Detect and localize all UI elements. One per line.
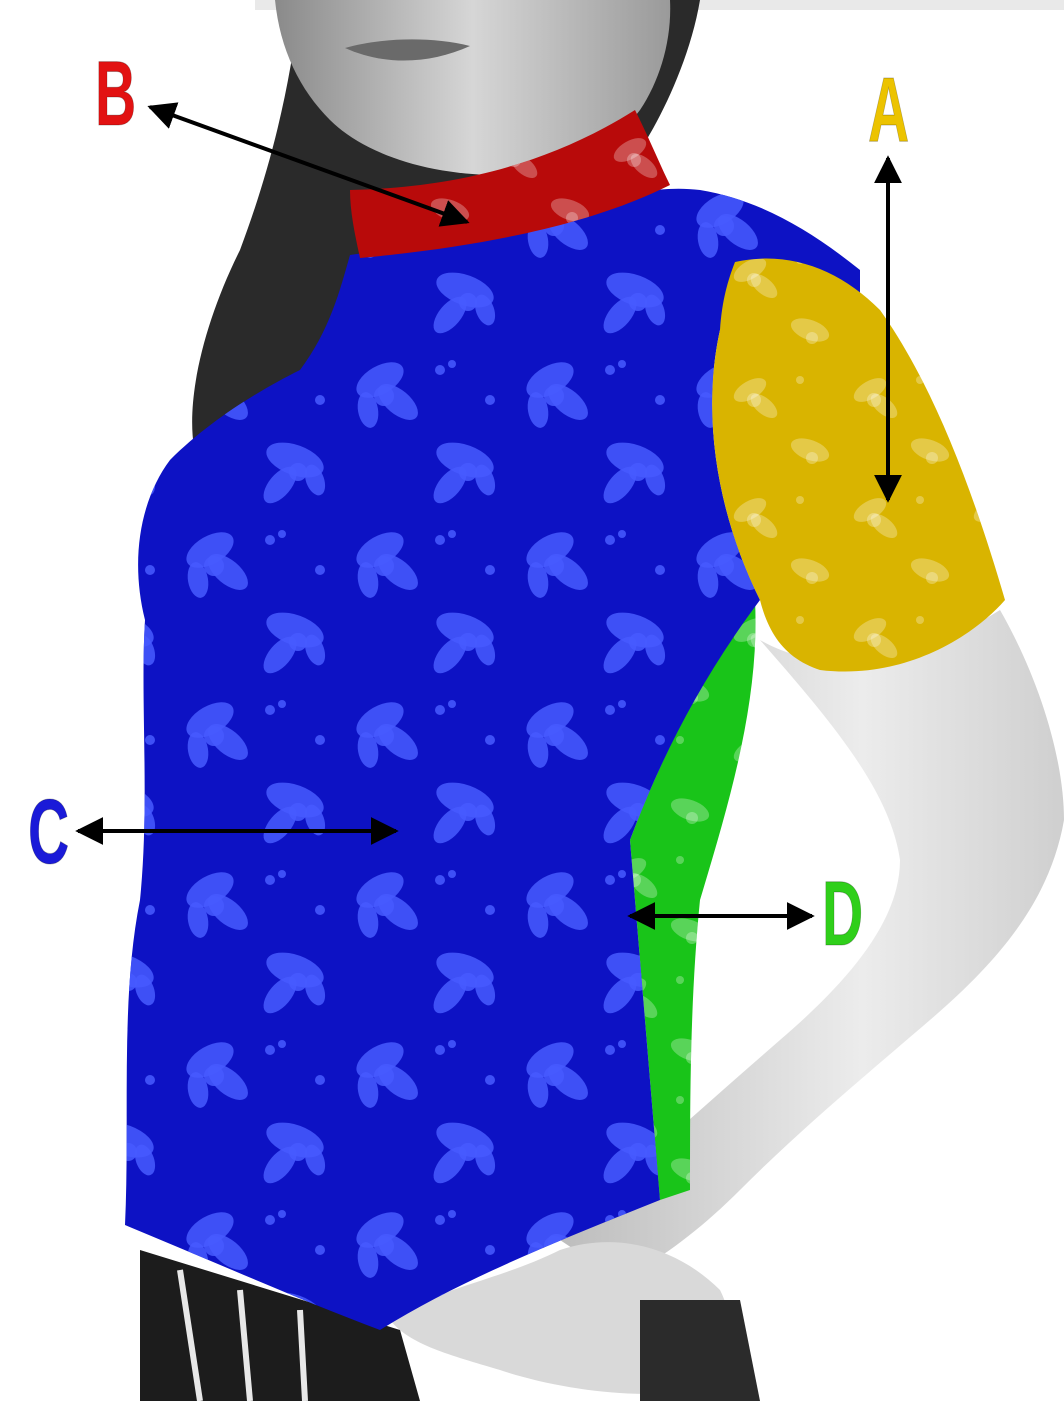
lips xyxy=(345,39,470,61)
pants xyxy=(140,1250,420,1401)
label-b: B xyxy=(95,43,137,145)
label-a: A xyxy=(868,59,910,161)
label-d: D xyxy=(822,863,864,965)
arrow-b xyxy=(147,102,470,227)
arm xyxy=(560,610,1064,1280)
label-c: C xyxy=(28,781,70,883)
